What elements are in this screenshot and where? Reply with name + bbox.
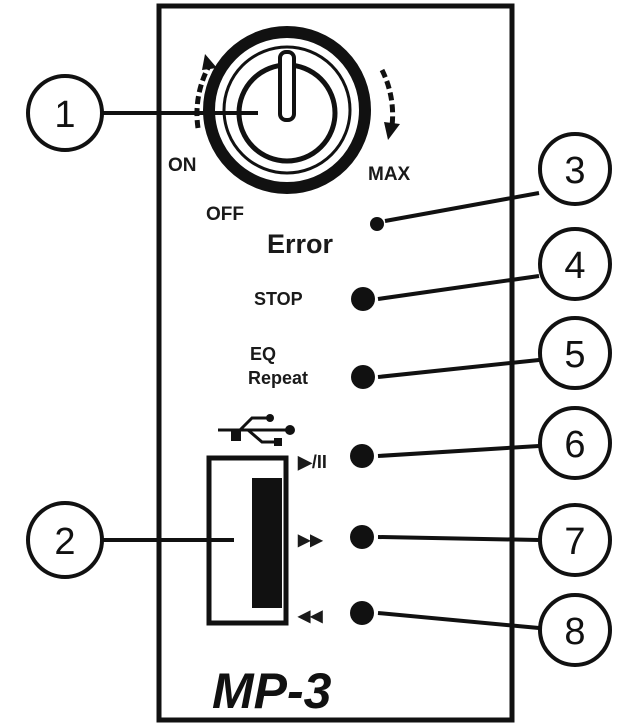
eq-label: EQ xyxy=(250,344,276,364)
stop-label: STOP xyxy=(254,289,303,309)
callout-7-number: 7 xyxy=(564,521,585,563)
callout-2: 2 xyxy=(26,501,104,579)
stop-button[interactable] xyxy=(351,287,375,311)
leader-lines xyxy=(102,111,540,630)
callout-1: 1 xyxy=(26,74,104,152)
leader-line-3 xyxy=(384,191,540,223)
callout-3-number: 3 xyxy=(564,150,585,192)
callout-4-number: 4 xyxy=(564,245,585,287)
callout-1-number: 1 xyxy=(54,94,75,136)
forward-label: ▶▶ xyxy=(297,532,323,549)
callout-4: 4 xyxy=(538,227,612,301)
eq-repeat-button[interactable] xyxy=(351,365,375,389)
knob-inner-ring xyxy=(222,45,352,175)
callout-5-number: 5 xyxy=(564,334,585,376)
rewind-label: ◀◀ xyxy=(297,608,323,625)
leader-line-7 xyxy=(377,535,540,542)
leader-line-6 xyxy=(377,444,540,458)
callout-3: 3 xyxy=(538,132,612,206)
rotation-arrow-right-icon xyxy=(379,68,400,140)
rotation-arrow-left-icon xyxy=(194,54,217,129)
callout-5: 5 xyxy=(538,316,612,390)
rewind-button[interactable] xyxy=(350,601,374,625)
leader-line-5 xyxy=(377,358,540,379)
leader-line-8 xyxy=(377,611,540,630)
callout-8-number: 8 xyxy=(564,611,585,653)
play-pause-button[interactable] xyxy=(350,444,374,468)
knob-outer-ring xyxy=(203,26,371,194)
error-label: Error xyxy=(267,229,334,259)
leader-line-4 xyxy=(377,274,540,301)
power-volume-knob[interactable] xyxy=(203,26,371,194)
usb-port-slot xyxy=(252,478,282,608)
repeat-label: Repeat xyxy=(248,368,308,388)
knob-off-label: OFF xyxy=(206,204,244,225)
callout-6: 6 xyxy=(538,406,612,480)
callout-7: 7 xyxy=(538,503,612,577)
usb-icon xyxy=(218,414,295,446)
error-led xyxy=(370,217,384,231)
knob-max-label: MAX xyxy=(368,164,411,185)
callout-2-number: 2 xyxy=(54,521,75,563)
power-icon-bar xyxy=(278,50,296,122)
panel-title: MP-3 xyxy=(212,663,332,719)
knob-on-label: ON xyxy=(168,155,197,176)
callout-6-number: 6 xyxy=(564,424,585,466)
forward-button[interactable] xyxy=(350,525,374,549)
play-pause-label: ▶/II xyxy=(297,452,327,472)
callout-8: 8 xyxy=(538,593,612,667)
